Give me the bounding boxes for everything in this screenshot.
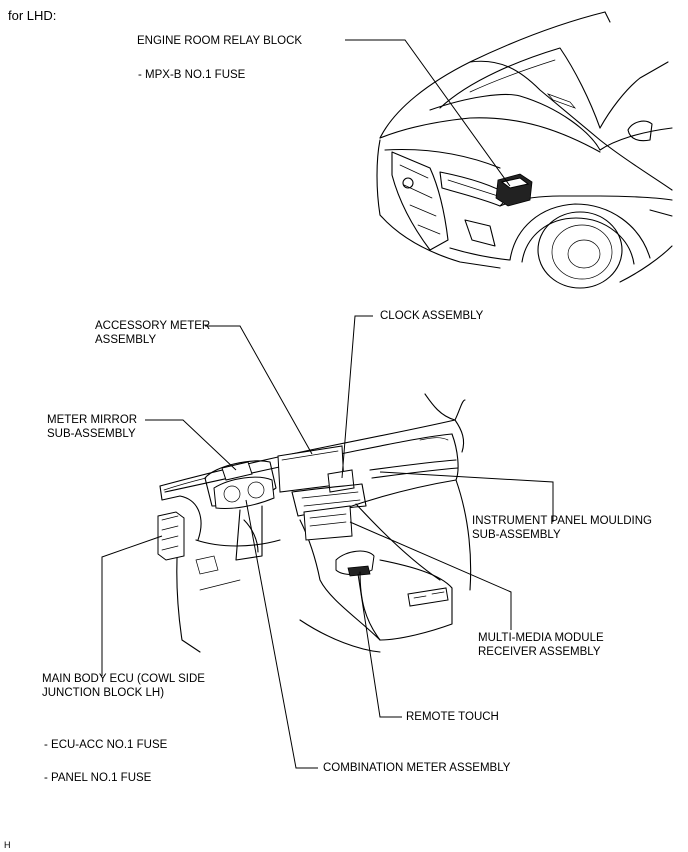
label-multimedia-line1: MULTI-MEDIA MODULE — [478, 632, 604, 644]
leader-combination-meter — [245, 499, 318, 769]
label-instrument-panel-line2: SUB-ASSEMBLY — [472, 529, 561, 541]
leader-lines — [101, 39, 554, 769]
label-main-body-ecu: MAIN BODY ECU (COWL SIDE JUNCTION BLOCK … — [42, 672, 205, 700]
leader-meter-mirror — [145, 419, 237, 471]
label-ecu-acc-fuse: - ECU-ACC NO.1 FUSE — [44, 739, 168, 751]
label-meter-mirror-sub-assembly: METER MIRROR SUB-ASSEMBLY — [47, 413, 137, 441]
label-multimedia-module-receiver: MULTI-MEDIA MODULE RECEIVER ASSEMBLY — [478, 631, 604, 659]
label-instrument-panel-moulding: INSTRUMENT PANEL MOULDING SUB-ASSEMBLY — [472, 514, 652, 542]
label-main-body-ecu-line2: JUNCTION BLOCK LH) — [42, 687, 165, 699]
label-accessory-meter-assembly: ACCESSORY METER ASSEMBLY — [95, 319, 210, 347]
leader-instrument-panel — [379, 471, 554, 522]
leader-remote-touch — [357, 573, 402, 718]
label-instrument-panel-line1: INSTRUMENT PANEL MOULDING — [472, 515, 652, 527]
label-combination-meter-assembly: COMBINATION METER ASSEMBLY — [323, 762, 511, 774]
leader-engine-room-relay-block — [345, 39, 511, 187]
label-multimedia-line2: RECEIVER ASSEMBLY — [478, 646, 601, 658]
label-main-body-ecu-line1: MAIN BODY ECU (COWL SIDE — [42, 673, 205, 685]
footer-code: H — [4, 840, 11, 850]
page-title: for LHD: — [8, 8, 57, 23]
label-clock-assembly: CLOCK ASSEMBLY — [380, 310, 484, 322]
label-accessory-meter-line2: ASSEMBLY — [95, 334, 157, 346]
label-remote-touch: REMOTE TOUCH — [406, 711, 499, 723]
label-meter-mirror-line2: SUB-ASSEMBLY — [47, 428, 136, 440]
leader-main-body-ecu — [101, 535, 163, 676]
label-panel-fuse: - PANEL NO.1 FUSE — [44, 772, 152, 784]
vehicle-illustration — [376, 11, 673, 289]
leader-multimedia-module — [349, 521, 512, 630]
leader-clock-assembly — [341, 315, 373, 479]
label-mpx-b-fuse: - MPX-B NO.1 FUSE — [138, 69, 246, 81]
leader-accessory-meter — [205, 325, 313, 455]
label-meter-mirror-line1: METER MIRROR — [47, 414, 138, 426]
label-accessory-meter-line1: ACCESSORY METER — [95, 320, 211, 332]
label-engine-room-relay-block: ENGINE ROOM RELAY BLOCK — [137, 35, 303, 47]
dashboard-illustration — [157, 393, 472, 653]
